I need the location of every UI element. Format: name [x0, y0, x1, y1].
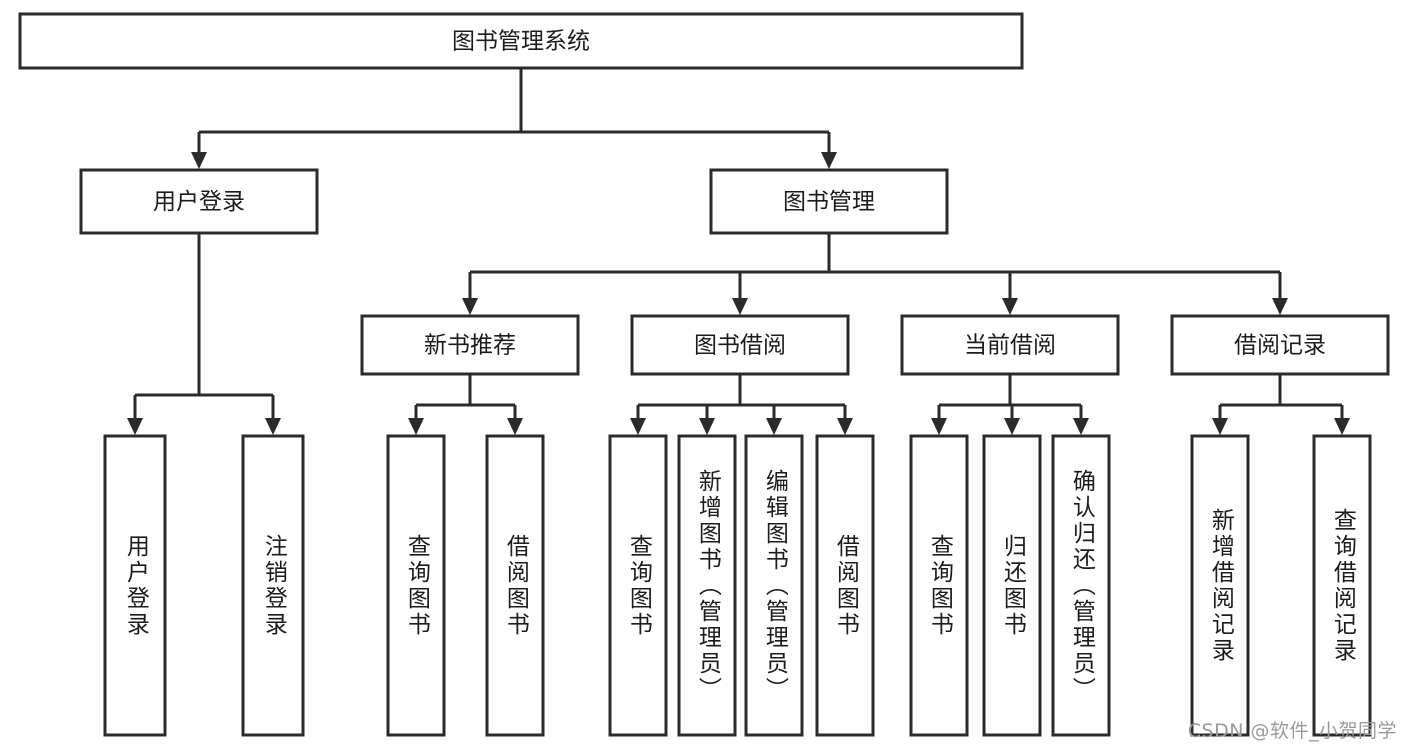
leaf-node-box[interactable] [982, 434, 1042, 737]
connector-arrowhead [931, 418, 947, 435]
node-book-borrow-box[interactable] [630, 314, 850, 376]
connector-arrowhead [766, 418, 782, 435]
connector-arrowhead [127, 418, 143, 435]
connector-group-leaves [127, 233, 1350, 435]
leaf-node-box[interactable] [677, 434, 737, 737]
node-borrow-records-label: 借阅记录 [1234, 333, 1326, 359]
node-book-management[interactable]: 图书管理 [709, 168, 949, 235]
connector-arrowhead [265, 418, 281, 435]
node-current-borrow-label: 当前借阅 [964, 333, 1056, 359]
node-new-book-recommend-label: 新书推荐 [424, 333, 516, 359]
connector-arrowhead [462, 298, 478, 315]
leaf-node-box[interactable] [815, 434, 875, 737]
connector-group-root [191, 68, 837, 169]
connector-arrowhead [191, 152, 207, 169]
node-current-borrow-box[interactable] [900, 314, 1120, 376]
connector-arrowhead [1212, 418, 1228, 435]
node-root-label: 图书管理系统 [452, 29, 590, 55]
connector-arrowhead [837, 418, 853, 435]
node-root-box[interactable] [18, 12, 1024, 70]
connector-arrowhead [699, 418, 715, 435]
node-root[interactable]: 图书管理系统 [18, 12, 1024, 70]
leaf-node-box[interactable] [744, 434, 804, 737]
connector-arrowhead [1334, 418, 1350, 435]
node-user-login-box[interactable] [79, 168, 319, 235]
connector-arrowhead [1002, 298, 1018, 315]
connector-arrowhead [1073, 418, 1089, 435]
leaf-box-group [103, 434, 1372, 737]
connector-arrowhead [408, 418, 424, 435]
node-current-borrow[interactable]: 当前借阅 [900, 314, 1120, 376]
node-new-book-recommend-box[interactable] [360, 314, 580, 376]
connector-arrowhead [732, 298, 748, 315]
leaf-node-box[interactable] [608, 434, 668, 737]
leaf-node-box[interactable] [1312, 434, 1372, 737]
connector-arrowhead [1004, 418, 1020, 435]
node-book-management-label: 图书管理 [783, 189, 875, 215]
node-user-login-label: 用户登录 [153, 189, 245, 215]
leaf-node-box[interactable] [1190, 434, 1250, 737]
leaf-node-box[interactable] [1051, 434, 1111, 737]
node-book-management-box[interactable] [709, 168, 949, 235]
connector-group-level2 [462, 233, 1288, 315]
node-borrow-records[interactable]: 借阅记录 [1170, 314, 1390, 376]
watermark-text: CSDN @软件_小贺同学 [1187, 720, 1397, 742]
node-book-borrow-label: 图书借阅 [694, 333, 786, 359]
leaf-node-box[interactable] [241, 434, 305, 737]
leaf-node-box[interactable] [103, 434, 167, 737]
connector-arrowhead [630, 418, 646, 435]
leaf-node-box[interactable] [485, 434, 545, 737]
connector-arrowhead [507, 418, 523, 435]
node-user-login[interactable]: 用户登录 [79, 168, 319, 235]
leaf-node-box[interactable] [386, 434, 446, 737]
connector-arrowhead [1272, 298, 1288, 315]
node-book-borrow[interactable]: 图书借阅 [630, 314, 850, 376]
node-borrow-records-box[interactable] [1170, 314, 1390, 376]
node-new-book-recommend[interactable]: 新书推荐 [360, 314, 580, 376]
connector-arrowhead [821, 152, 837, 169]
leaf-node-box[interactable] [909, 434, 969, 737]
